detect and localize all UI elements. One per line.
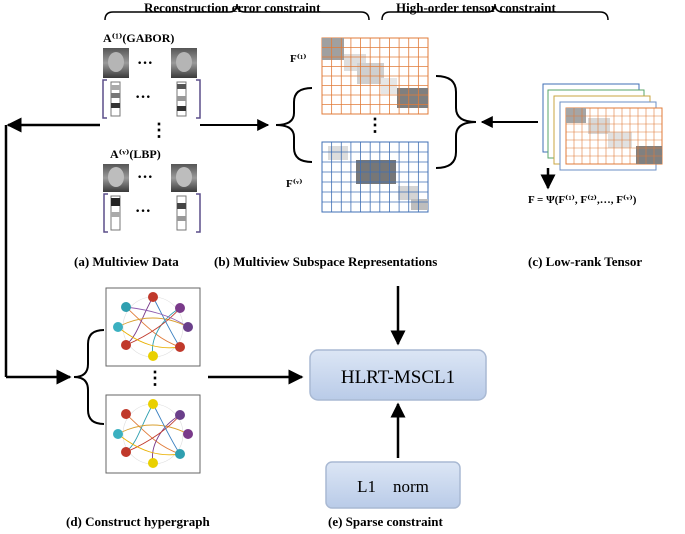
views-vdots: ⋮ <box>150 120 168 140</box>
low-rank-tensor <box>542 83 663 171</box>
subspace-left-brace <box>275 87 313 163</box>
lbp-view-label: A⁽ᵛ⁾(LBP) <box>110 147 161 161</box>
subspace-right-brace <box>435 75 477 169</box>
gabor-view-label: A⁽¹⁾(GABOR) <box>103 31 174 45</box>
f1-matrix <box>321 37 429 115</box>
f1-label: F⁽¹⁾ <box>290 53 307 65</box>
high-order-brace <box>381 3 609 21</box>
tensor-formula: F = Ψ(F⁽¹⁾, F⁽²⁾,…, F⁽ᵛ⁾) <box>528 194 637 206</box>
lbp-matrix-ellipsis: ··· <box>135 203 151 220</box>
high-order-constraint-title: High-order tensor constraint <box>396 0 557 15</box>
lbp-ellipsis: ··· <box>137 169 153 186</box>
reconstruction-constraint-title: Reconstruction error constraint <box>144 0 321 15</box>
gabor-feature-matrix <box>102 79 201 119</box>
hypergraph-brace <box>73 329 105 425</box>
hypergraph-top <box>105 287 201 367</box>
hypergraph-bottom <box>105 394 201 474</box>
caption-multiview-data: (a) Multiview Data <box>74 254 179 269</box>
lbp-face-images <box>103 164 197 192</box>
caption-construct-hypergraph: (d) Construct hypergraph <box>66 514 210 529</box>
l1-norm-label: L1 norm <box>357 477 429 496</box>
gabor-ellipsis: ··· <box>137 55 153 72</box>
model-box: HLRT-MSCL1 <box>309 349 487 401</box>
gabor-face-images <box>103 48 197 78</box>
hypergraph-vdots: ⋮ <box>146 368 164 388</box>
fv-label: F⁽ᵛ⁾ <box>286 178 303 190</box>
lbp-feature-matrix <box>103 193 201 233</box>
l1-norm-box: L1 norm <box>325 461 461 509</box>
gabor-matrix-ellipsis: ··· <box>135 89 151 106</box>
subspace-vdots: ⋮ <box>366 115 384 135</box>
caption-subspace-representations: (b) Multiview Subspace Representations <box>214 254 437 269</box>
caption-sparse-constraint: (e) Sparse constraint <box>328 514 443 529</box>
tensor-front-slice <box>565 107 663 165</box>
caption-low-rank-tensor: (c) Low-rank Tensor <box>528 254 642 269</box>
model-name: HLRT-MSCL1 <box>341 367 455 388</box>
fv-matrix <box>321 141 429 213</box>
reconstruction-brace <box>104 3 370 21</box>
